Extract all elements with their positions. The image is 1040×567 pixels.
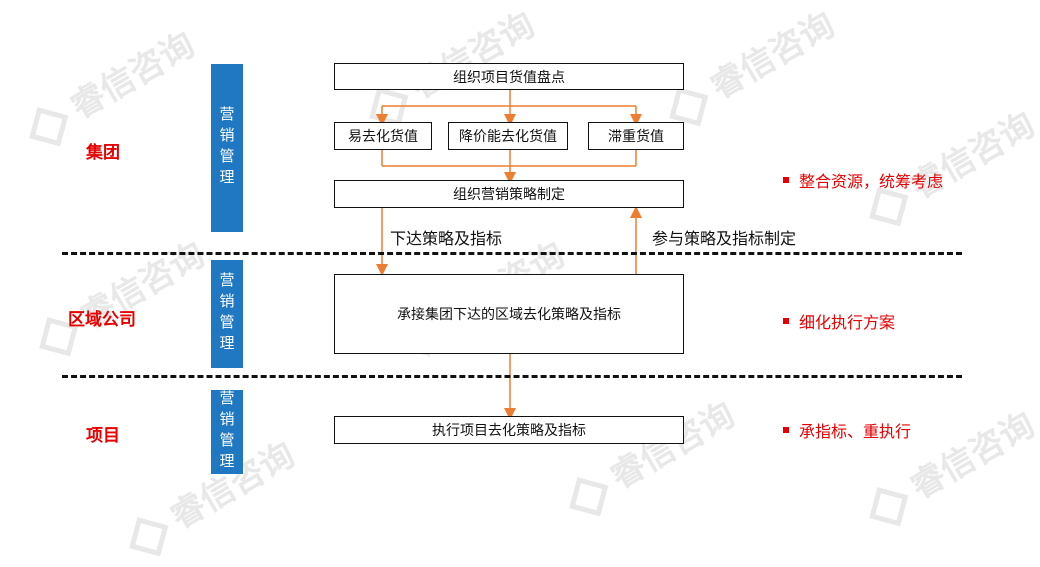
level-label-group: 集团 (86, 143, 120, 163)
level-divider (62, 375, 962, 378)
note-group: 整合资源，统筹考虑 (783, 168, 943, 192)
note-region: 细化执行方案 (783, 309, 895, 333)
side-bar-region: 营销管理 (211, 260, 243, 368)
box-inventory: 组织项目货值盘点 (334, 63, 684, 90)
box-strategy: 组织营销策略制定 (334, 180, 684, 208)
bullet-icon (783, 318, 789, 324)
side-bar-project: 营销管理 (211, 390, 243, 474)
connector-lines (376, 90, 642, 420)
box-stagnant-value: 滞重货值 (588, 122, 684, 150)
box-easy-value: 易去化货值 (334, 122, 432, 150)
box-region-task: 承接集团下达的区域去化策略及指标 (334, 274, 684, 354)
level-label-project: 项目 (86, 426, 120, 446)
level-divider (62, 252, 962, 255)
side-bar-group: 营销管理 (211, 64, 243, 232)
box-reduce-value: 降价能去化货值 (448, 122, 568, 150)
box-project-task: 执行项目去化策略及指标 (334, 416, 684, 444)
bullet-icon (783, 427, 789, 433)
bullet-icon (783, 177, 789, 183)
flow-label-up: 参与策略及指标制定 (652, 229, 797, 248)
note-project: 承指标、重执行 (783, 418, 911, 442)
flow-label-down: 下达策略及指标 (390, 229, 503, 248)
level-label-region: 区域公司 (68, 310, 136, 330)
